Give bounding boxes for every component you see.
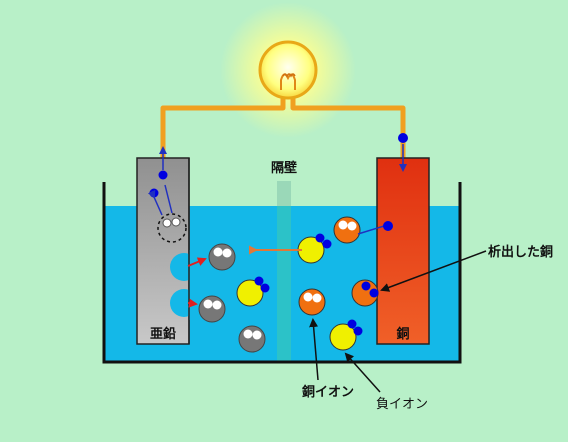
partition-label: 隔壁	[271, 160, 297, 176]
partition-submerged	[277, 206, 291, 362]
electron-dot	[398, 133, 408, 143]
copper-electrode	[376, 157, 430, 345]
light-bulb-icon	[258, 40, 318, 100]
zinc-ion	[208, 243, 236, 271]
copper-ion-label: 銅イオン	[302, 384, 354, 400]
zinc-ion	[198, 295, 226, 323]
zinc-ion	[238, 325, 266, 353]
copper-ion	[298, 288, 326, 316]
electron-dot	[162, 217, 181, 228]
deposited-copper-label: 析出した銅	[488, 244, 553, 260]
electron-dot	[158, 170, 168, 180]
zinc-atom-leaving	[157, 213, 187, 243]
pointer-negative-ion	[344, 352, 381, 393]
electron-dot	[149, 188, 159, 198]
pointer-deposited	[380, 250, 487, 292]
copper-label: 銅	[396, 326, 409, 342]
negative-ion-label: 負イオン	[376, 397, 428, 412]
negative-ion	[329, 319, 363, 351]
copper-ion-deposited	[351, 279, 379, 307]
negative-ion	[236, 276, 270, 307]
pointer-copper-ion	[309, 318, 319, 381]
partition	[277, 181, 291, 207]
zinc-label: 亜鉛	[150, 326, 176, 342]
electron-dot	[383, 221, 393, 231]
negative-ion	[297, 233, 332, 264]
beaker	[102, 182, 462, 364]
copper-ion	[333, 216, 361, 244]
